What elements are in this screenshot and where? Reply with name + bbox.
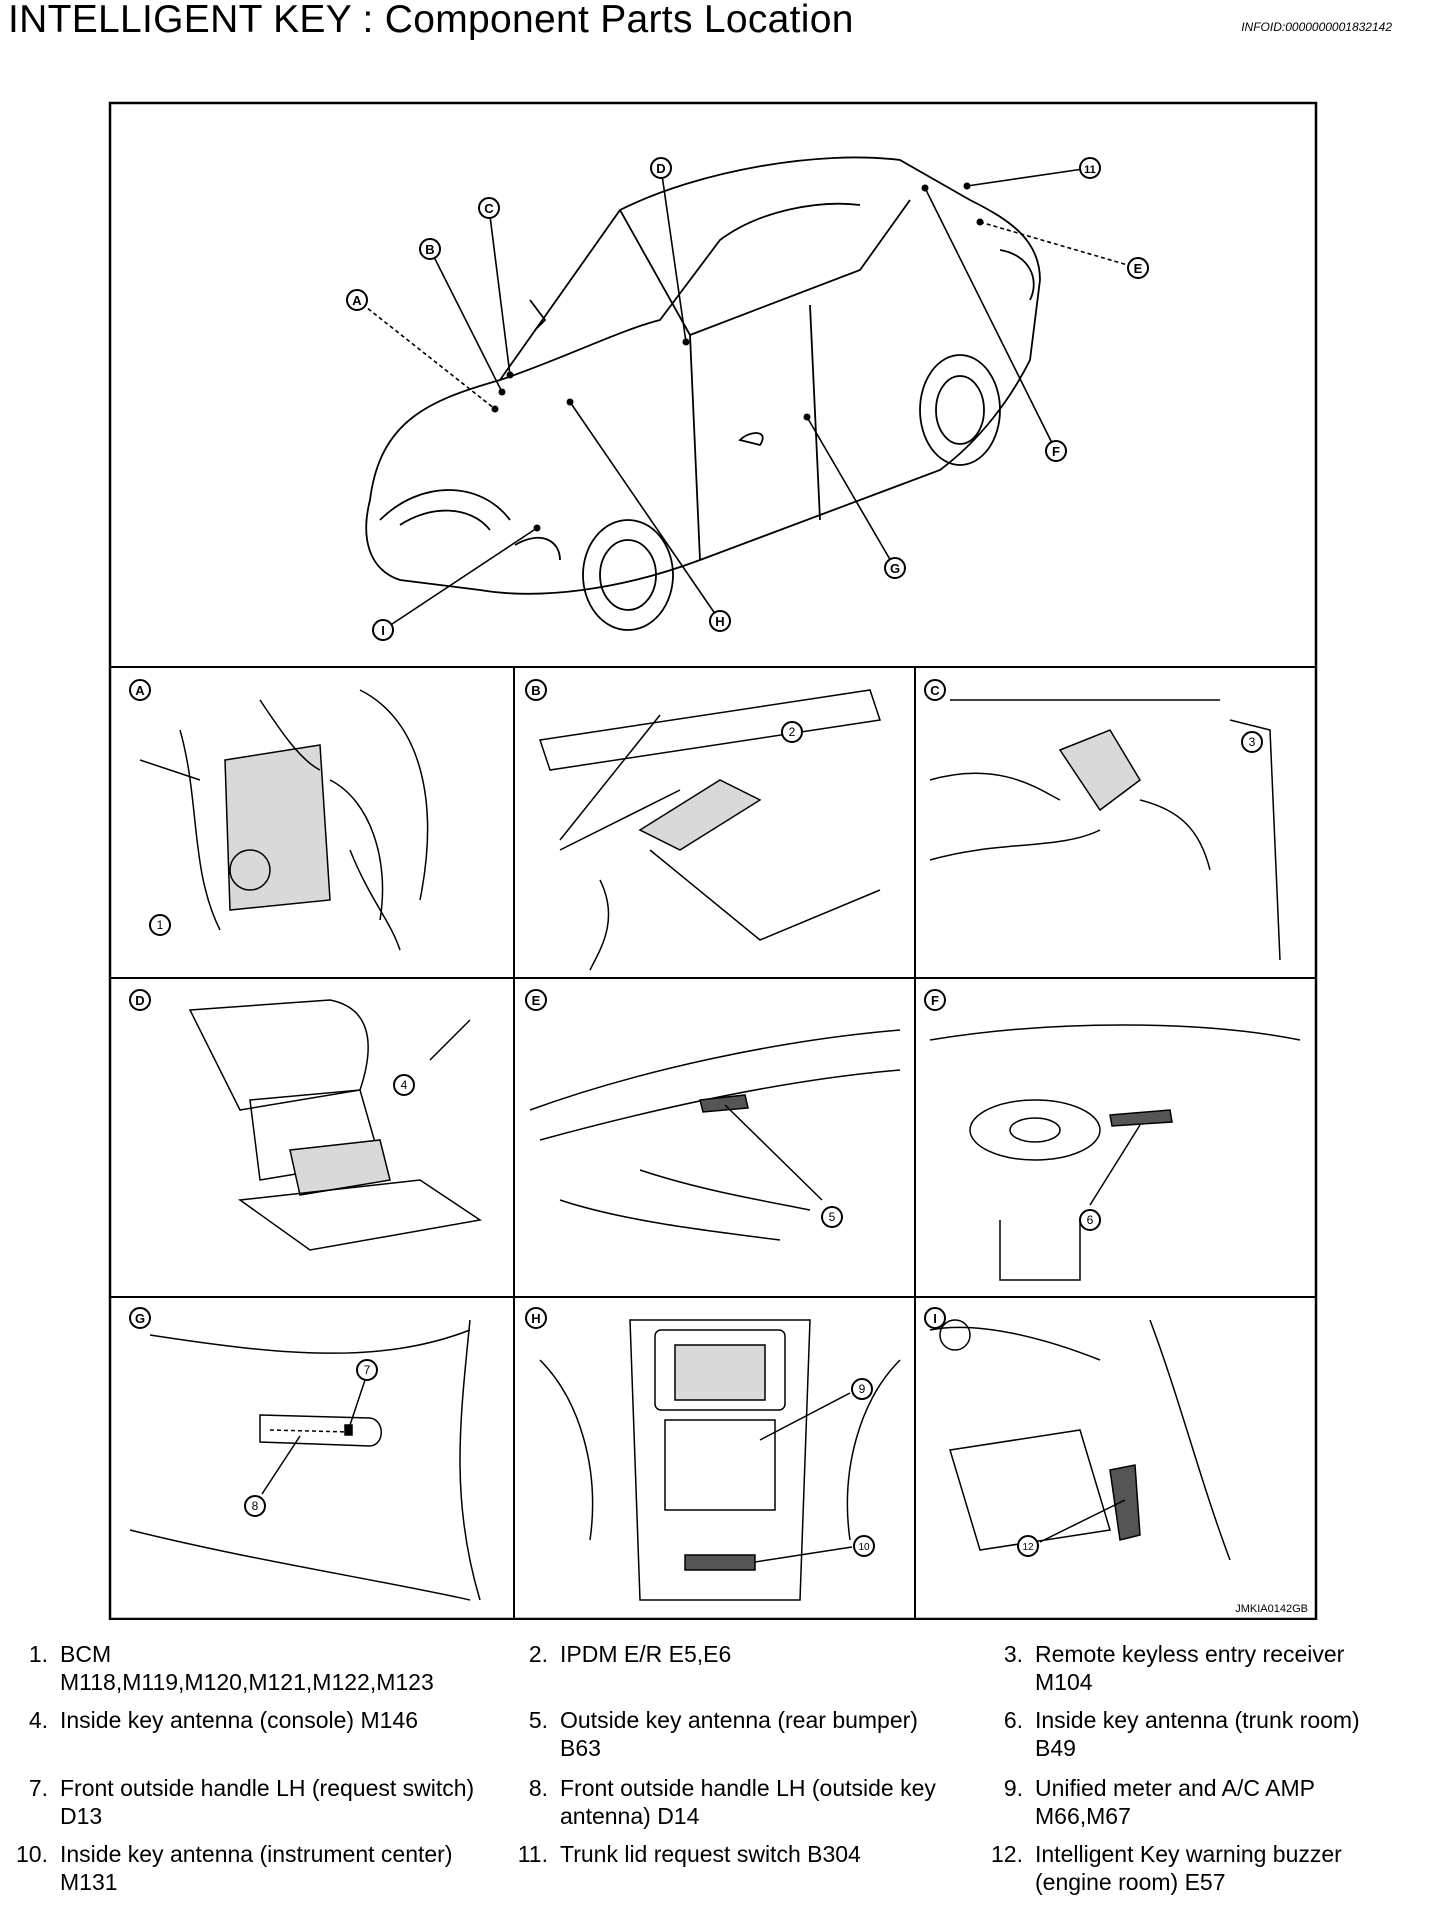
panel-e-illustration <box>529 1029 901 1241</box>
overview-callout-b: B <box>425 242 434 257</box>
overview-callout-h: H <box>715 614 724 629</box>
panel-c-illustration <box>929 699 1281 961</box>
item-callout-4: 4 <box>401 1078 408 1092</box>
overview-dots <box>491 182 984 532</box>
panel-label-c: C <box>930 683 940 698</box>
overview-callout-g: G <box>890 561 900 576</box>
item-callout-9: 9 <box>859 1382 866 1396</box>
page-title: INTELLIGENT KEY : Component Parts Locati… <box>8 0 854 41</box>
panel-d-illustration <box>188 999 482 1251</box>
info-id: INFOID:0000000001832142 <box>1241 20 1392 34</box>
panel-label-g: G <box>135 1311 145 1326</box>
panel-label-a: A <box>135 683 145 698</box>
item-callout-5: 5 <box>829 1210 836 1224</box>
item-callout-2: 2 <box>789 725 796 739</box>
item-callout-10: 10 <box>858 1542 870 1553</box>
panel-label-f: F <box>931 993 939 1008</box>
panel-b-illustration <box>539 689 881 971</box>
item-callout-3: 3 <box>1249 735 1256 749</box>
panel-label-e: E <box>532 993 541 1008</box>
overview-callout-c: C <box>484 201 494 216</box>
item-callout-1: 1 <box>157 918 164 932</box>
overview-callout-a: A <box>352 293 362 308</box>
panel-label-h: H <box>531 1311 540 1326</box>
item-callout-12: 12 <box>1022 1542 1034 1553</box>
diagram-frame <box>108 101 1318 1620</box>
overview-callout-markers <box>346 157 1149 641</box>
overview-callout-i: I <box>381 623 385 638</box>
car-overview-illustration <box>365 156 1041 631</box>
overview-callout-e: E <box>1134 261 1143 276</box>
panel-f-illustration <box>929 1024 1301 1281</box>
item-callout-6: 6 <box>1087 1213 1094 1227</box>
panel-g-illustration <box>129 1319 481 1601</box>
overview-callout-f: F <box>1052 444 1060 459</box>
trunk-callout-11: 11 <box>1084 164 1096 176</box>
figure-code: JMKIA0142GB <box>1235 1603 1308 1615</box>
panel-i-illustration <box>929 1319 1231 1561</box>
panel-a-illustration <box>139 689 429 951</box>
overview-callout-d: D <box>656 161 665 176</box>
item-callout-8: 8 <box>252 1499 259 1513</box>
item-callout-7: 7 <box>364 1363 371 1377</box>
component-location-diagram: A B C D E F G H I 11 A B C D E F G H I <box>108 101 1318 1620</box>
panel-label-b: B <box>531 683 540 698</box>
panel-h-illustration <box>539 1319 901 1601</box>
panel-label-i: I <box>933 1311 937 1326</box>
panel-label-d: D <box>135 993 144 1008</box>
